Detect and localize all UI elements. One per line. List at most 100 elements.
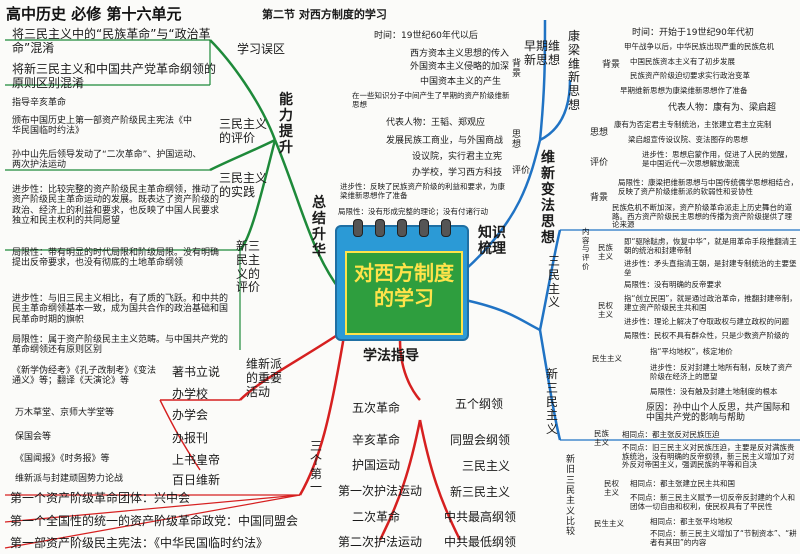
kang-thought-1: 康有为否定君主专制统治，主张建立君主立宪制 xyxy=(614,120,772,129)
minzu-limit: 局限性：没有明确的反帝要求 xyxy=(624,280,722,289)
first-1: 第一个资产阶级革命团体：兴中会 xyxy=(10,491,191,505)
minquan-content: 指“创立民国”，就是通过政治革命，推翻封建帝制，建立资产阶级民主共和国 xyxy=(624,294,797,312)
content-eval-label: 内容与评价 xyxy=(582,227,590,271)
center-title: 对西方制度的学习 xyxy=(354,261,454,310)
kang-eval-2: 局限性：康梁把维新思想与中国传统儒学思想相结合，反映了资产阶级维新派的软弱性和妥… xyxy=(618,178,798,196)
kang-representatives: 代表人物：康有为、梁启超 xyxy=(668,103,777,113)
three-firsts-label: 三个第一 xyxy=(310,439,323,495)
first-3: 第一部资产阶级民主宪法：《中华民国临时约法》 xyxy=(10,536,269,550)
compare-3: 相同点：都主张建立民主共和国 xyxy=(630,479,735,488)
new-eval-label: 新三民主义的评价 xyxy=(236,239,261,295)
kang-time: 时间：开始于19世纪90年代初 xyxy=(632,28,754,38)
revolution-3: 第一次护法运动 xyxy=(338,484,423,498)
kang-thought-label: 思想 xyxy=(590,128,609,138)
early-thought-1: 发展民族工商业，与外国商战 xyxy=(386,136,504,146)
new-reason: 原因：孙中山个人反思，共产国际和中国共产党的影响与帮助 xyxy=(646,403,791,424)
activity-press: 《国闻报》《时务报》等 xyxy=(15,454,110,464)
guide-text: 指导辛亥革命 xyxy=(12,98,67,108)
minquan-label: 民权主义 xyxy=(598,301,613,319)
kang-bg-2: 中国民族资本主义有了初步发展 xyxy=(630,57,735,66)
sanmin-bg-label: 背景 xyxy=(590,193,609,203)
revolution-5: 第二次护法运动 xyxy=(338,535,423,549)
minsheng-label: 民生主义 xyxy=(592,354,622,363)
early-thought-3: 办学校，学习西方科技 xyxy=(412,168,503,178)
early-time: 时间：19世纪60年代以后 xyxy=(374,31,478,41)
misconception-1: 将三民主义中的“民族革命”与“政治革命”混淆 xyxy=(12,27,211,55)
compare-minsheng-label: 民生主义 xyxy=(594,519,624,528)
compare-2: 不同点：旧三民主义对民族压迫，主要是反对满族贵族统治，没有明确的反帝纲领，新三民… xyxy=(622,443,795,470)
program-5: 中共最低纲领 xyxy=(444,535,517,549)
sanmin-bg: 民族危机不断加深，资产阶级革命派走上历史舞台的道路。西方资产阶级民主思想的传播为… xyxy=(612,203,792,230)
program-3: 新三民主义 xyxy=(450,485,511,499)
five-revolutions-label: 五次革命 xyxy=(352,401,401,415)
reform-activities-label: 维新派的重要活动 xyxy=(246,357,283,399)
misconception-2: 将新三民主义和中国共产党革命纲领的原则区别混淆 xyxy=(12,62,217,90)
activity-petition-label: 上书皇帝 xyxy=(172,453,221,467)
kang-bg-label: 背景 xyxy=(602,60,621,70)
early-eval-label: 评价 xyxy=(512,166,531,176)
early-bg-label: 背景 xyxy=(512,59,522,80)
practice-label: 三民主义的实践 xyxy=(219,171,268,199)
minquan-progress: 进步性：理论上解决了夺取政权与建立政权的问题 xyxy=(624,317,789,326)
center-node: 对西方制度的学习 xyxy=(335,219,469,341)
compare-minquan-label: 民权主义 xyxy=(604,479,619,497)
kang-liang-label: 康梁维新思想 xyxy=(568,29,581,112)
revolution-4: 二次革命 xyxy=(352,510,401,524)
activity-hundred-days-label: 百日维新 xyxy=(172,473,221,487)
kang-bg-3: 民族资产阶级迫切要求实行政治变革 xyxy=(630,71,750,80)
kang-thought-2: 梁启超宣传设议院、变法图存的思想 xyxy=(628,135,748,144)
progress-new: 进步性：与旧三民主义相比，有了质的飞跃。和中共的民主革命纲领基本一致，成为国共合… xyxy=(12,294,229,325)
early-bg-3: 中国资本主义的产生 xyxy=(420,77,502,87)
three-people-label: 三民主义 xyxy=(548,254,561,310)
limit-new: 局限性：属于资产阶级民主主义范畴。与中国共产党的革命纲领还有原则区别 xyxy=(12,335,229,356)
misconception-label: 学习误区 xyxy=(237,42,286,56)
eval-1: 颁布中国历史上第一部资产阶级民主宪法《中华民国临时约法》 xyxy=(12,116,193,137)
minsheng-limit: 局限性：没有触及封建土地制度的根本 xyxy=(650,387,778,396)
compare-1: 相同点：都主张反对民族压迫 xyxy=(622,430,720,439)
activity-societies: 保国会等 xyxy=(15,432,52,442)
reform-thought-label: 维新变法思想 xyxy=(541,150,555,247)
new-sanmin-label: 新三民主义 xyxy=(546,367,559,437)
early-reform-label: 早期维新思想 xyxy=(524,39,561,67)
activity-schools-label: 办学校 xyxy=(172,387,209,401)
old-new-compare-label: 新旧三民主义比较 xyxy=(566,455,576,538)
minzu-progress: 进步性：矛头直指清王朝，是封建专制统治的主要堡垒 xyxy=(624,259,797,277)
branch-ability: 能力提升 xyxy=(279,92,293,157)
minquan-limit: 局限性：民权不具有群众性，只是少数资产阶级的 xyxy=(624,331,789,340)
revolution-1: 辛亥革命 xyxy=(352,433,401,447)
compare-6: 不同点：新三民主义增加了“节制资本”、“耕者有其田”的内容 xyxy=(650,529,797,547)
program-4: 中共最高纲领 xyxy=(444,510,517,524)
minzu-label: 民族主义 xyxy=(598,243,613,261)
progress-old: 进步性：比较完整的资产阶级民主革命纲领，推动了资产阶级民主革命运动的发展。既表达… xyxy=(12,185,220,227)
program-2: 三民主义 xyxy=(462,459,511,473)
compare-5: 相同点：都主张平均地权 xyxy=(650,517,733,526)
early-eval-1: 进步性：反映了民族资产阶级的利益和要求，为康梁维新思想作了准备 xyxy=(340,182,505,200)
minzu-content: 即“驱除鞑虏，恢复中华”，就是用革命手段推翻清王朝的统治和封建帝制 xyxy=(624,237,797,255)
early-bg-4: 在一些知识分子中间产生了早期的资产阶级维新思想 xyxy=(352,91,510,109)
eval-2: 孙中山先后领导发动了“二次革命”、护国运动、两次护法运动 xyxy=(12,150,202,171)
kang-eval-label: 评价 xyxy=(590,158,609,168)
revolution-2: 护国运动 xyxy=(352,458,401,472)
activity-debate: 维新派与封建顽固势力论战 xyxy=(15,474,124,484)
activity-books: 《新学伪经考》《孔子改制考》《变法通义》等；翻译《天演论》等 xyxy=(12,366,157,387)
page-title: 高中历史 必修 第十六单元 xyxy=(6,5,182,23)
program-1: 同盟会纲领 xyxy=(450,433,511,447)
kang-bg-4: 早期维新思想为康梁维新思想作了准备 xyxy=(620,86,748,95)
minsheng-content: 指“平均地权”，核定地价 xyxy=(650,347,733,356)
kang-bg-1: 甲午战争以后，中华民族出现严重的民族危机 xyxy=(624,42,774,51)
early-thought-2: 设议院，实行君主立宪 xyxy=(412,152,503,162)
early-thought-label: 思想 xyxy=(512,130,522,151)
early-bg-1: 西方资本主义思想的传入 xyxy=(410,49,510,59)
early-representatives: 代表人物：王韬、郑观应 xyxy=(386,118,486,128)
section-title: 第二节 对西方制度的学习 xyxy=(262,8,387,21)
eval-label: 三民主义的评价 xyxy=(219,117,268,145)
activity-schools: 万木草堂、京师大学堂等 xyxy=(15,408,115,418)
activity-press-label: 办报刊 xyxy=(172,431,209,445)
first-2: 第一个全国性的统一的资产阶级革命政党：中国同盟会 xyxy=(10,514,299,528)
early-bg-2: 外国资本主义侵略的加深 xyxy=(410,62,510,72)
kang-eval-1: 进步性：思想启蒙作用，促进了人民的觉醒，是中国近代一次思想解放潮流 xyxy=(642,150,792,168)
branch-summary: 总结升华 xyxy=(312,195,326,260)
branch-method: 学法指导 xyxy=(363,348,419,364)
activity-societies-label: 办学会 xyxy=(172,408,209,422)
